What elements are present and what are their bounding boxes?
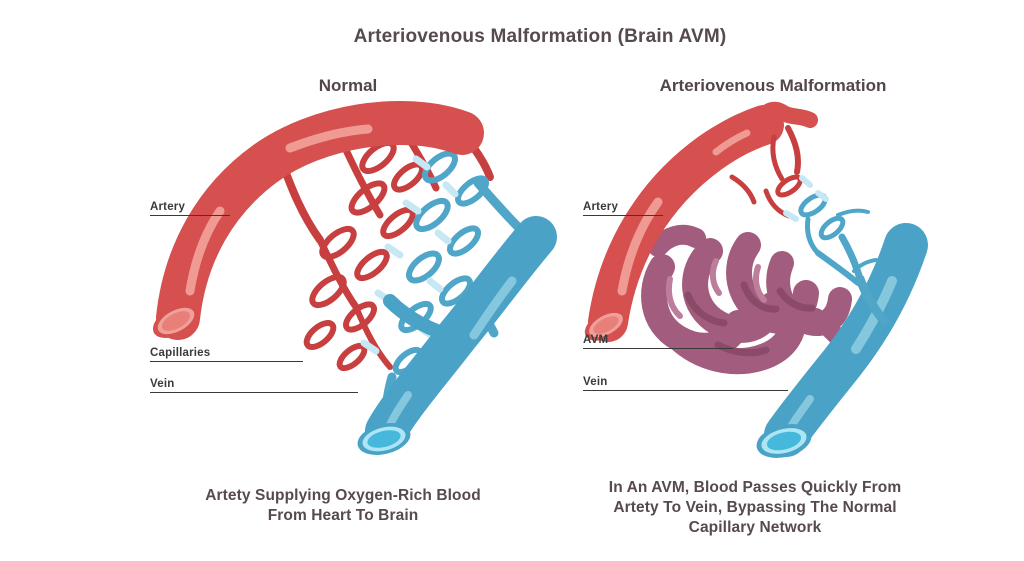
normal-artery-cut-end [152, 303, 200, 339]
normal-capillaries-label: Capillaries [150, 347, 303, 362]
normal-panel-title: Normal [318, 76, 378, 95]
avm-artery-label-text: Artery [583, 201, 619, 213]
normal-capillaries-label-text: Capillaries [150, 347, 211, 359]
avm-artery-label: Artery [583, 201, 663, 216]
avm-shunt-network [763, 125, 889, 326]
normal-artery-label-text: Artery [150, 201, 186, 213]
avm-nidus-label: AVM [583, 334, 733, 349]
normal-vein-cut-end [357, 423, 411, 455]
normal-vein-label: Vein [150, 378, 358, 393]
avm-artery-cut-end [584, 309, 628, 341]
avm-artery [584, 101, 818, 342]
normal-capillary-network [276, 124, 527, 420]
avm-vein-label-text: Vein [583, 376, 608, 388]
normal-vein [357, 216, 557, 455]
normal-vein-label-text: Vein [150, 378, 175, 390]
page-title: Arteriovenous Malformation (Brain AVM) [353, 26, 727, 47]
avm-panel-title: Arteriovenous Malformation [659, 76, 887, 95]
avm-nidus-label-text: AVM [583, 334, 609, 346]
avm-vein-cut-end [756, 424, 812, 458]
normal-artery-label: Artery [150, 201, 230, 216]
normal-panel-caption: Artety Supplying Oxygen-Rich Blood From … [205, 487, 481, 524]
avm-panel-caption: In An AVM, Blood Passes Quickly From Art… [608, 479, 902, 536]
normal-artery [152, 101, 484, 340]
avm-vein-label: Vein [583, 376, 788, 391]
avm-nidus [641, 224, 859, 375]
normal-vessels-illustration [152, 101, 557, 455]
avm-vessels-illustration [584, 101, 928, 458]
